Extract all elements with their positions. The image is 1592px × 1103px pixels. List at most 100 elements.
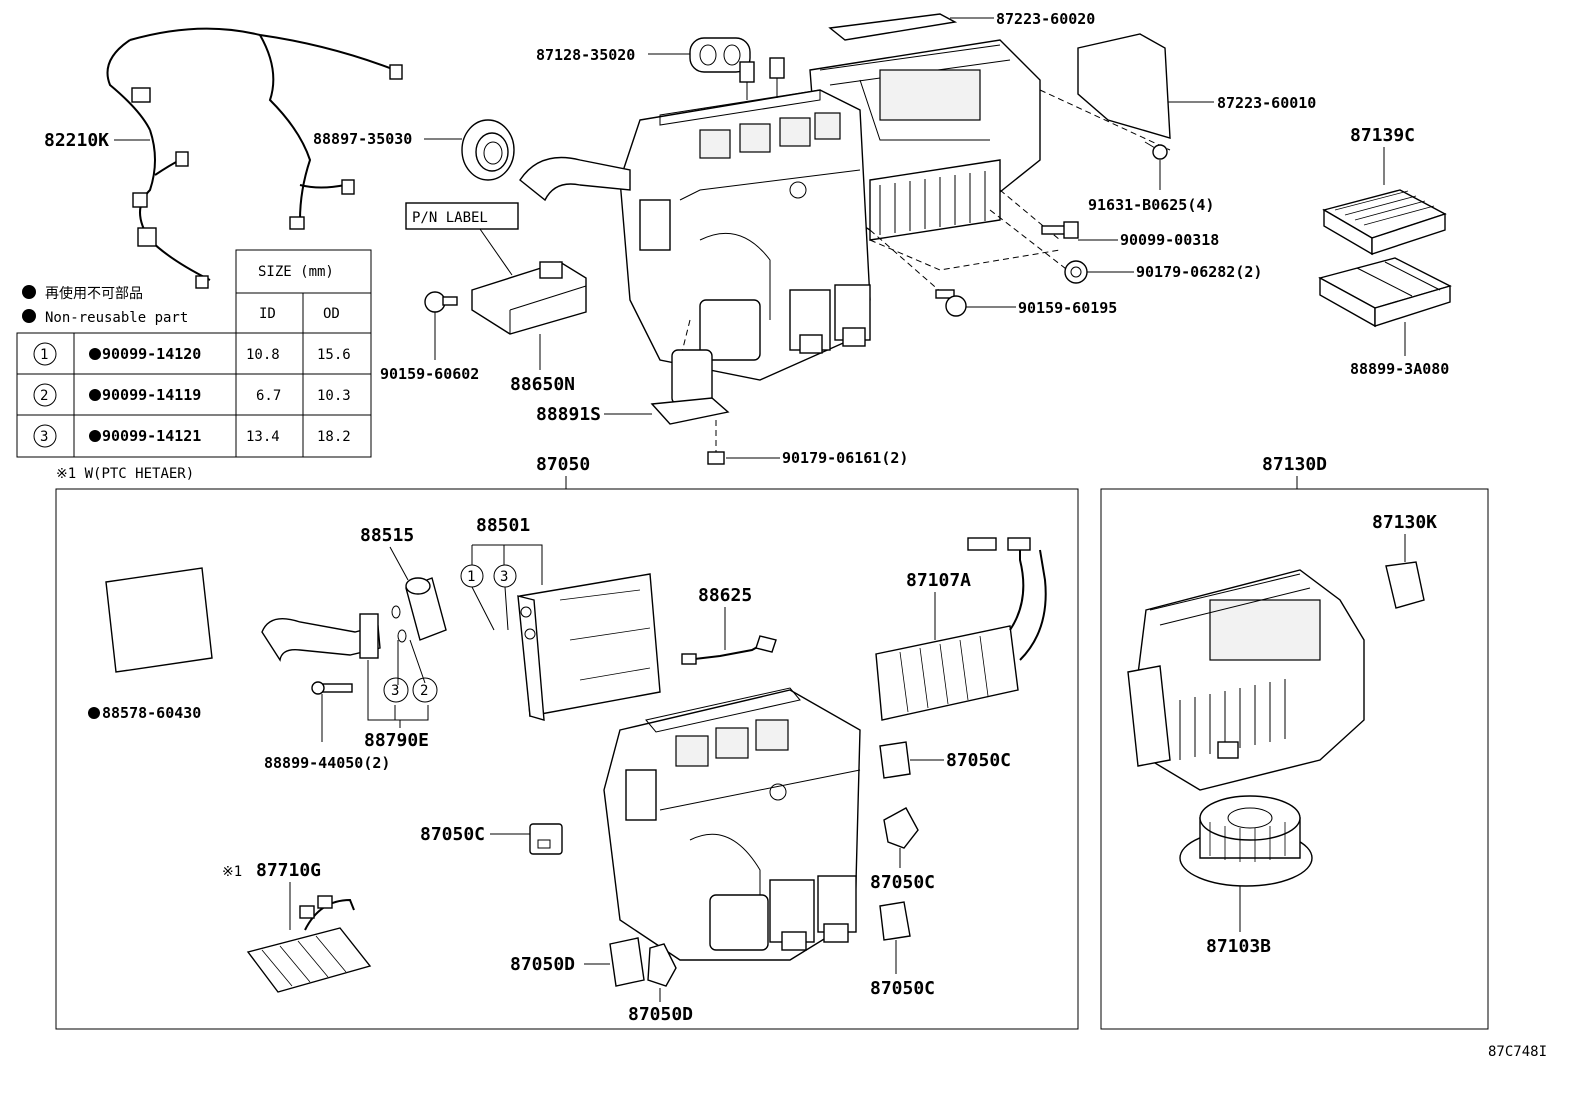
callout-88897-35030: 88897-35030 [313,130,412,148]
callout-88578-60430: 88578-60430 [102,704,201,722]
circle-label-three-b: 3 [500,569,508,585]
circle-label-two: 2 [420,683,428,699]
housing-87050 [603,687,861,961]
filter-case-88899-3A080 [1318,257,1452,328]
blower-motor-87103B [1179,795,1313,887]
row-id: 6.7 [256,388,281,404]
row-part: 90099-14119 [102,386,201,404]
callout-88650N: 88650N [510,374,575,395]
callout-88501: 88501 [476,515,530,536]
bolt-90159-60602 [424,291,458,313]
callout-88625: 88625 [698,585,752,606]
row-part: 90099-14121 [102,427,201,445]
duct-87128-35020 [689,37,751,73]
bolt-88899-44050 [311,681,353,695]
filter-87139C [1322,189,1447,256]
callout-88515: 88515 [360,525,414,546]
heater-core-87107A [875,537,1047,721]
callout-87107A: 87107A [906,570,971,591]
actuator-87130K [1385,561,1425,609]
note-mark: ※1 [222,864,242,880]
part-87050D-a [609,937,645,987]
row-od: 18.2 [317,429,351,445]
group-box-87050 [55,488,1079,1030]
callout-91631-B0625: 91631-B0625(4) [1088,196,1214,214]
callout-87223-60010: 87223-60010 [1217,94,1316,112]
gasket-88897-35030 [461,119,515,181]
row-number: 1 [40,347,48,363]
table-row: 2 90099-14119 6.7 10.3 [33,383,351,407]
sensor-88625 [681,635,777,665]
size-table: 再使用不可部品 Non-reusable part SIZE (mm) ID O… [16,249,372,458]
main-ac-unit-assembly [519,39,1041,381]
seal-87223-60020 [828,13,958,41]
callout-87128-35020: 87128-35020 [536,46,635,64]
diagram-id: 87C748I [1488,1044,1547,1060]
row-id: 13.4 [246,429,280,445]
row-od: 15.6 [317,347,351,363]
callout-88790E: 88790E [364,730,429,751]
part-87050D-b [647,943,677,987]
ptc-heater-87710G [246,895,372,993]
evaporator-88501 [517,573,661,721]
expansion-valve-88515 [391,577,447,643]
nut-90179-06282 [1064,260,1088,284]
callout-87223-60020: 87223-60020 [996,10,1095,28]
size-table-col-od: OD [323,306,340,322]
callout-87050C-b: 87050C [420,824,485,845]
pn-label-box [405,202,519,230]
callout-87130D: 87130D [1262,454,1327,475]
circle-label-one: 1 [467,569,475,585]
part-87050C-b [529,823,563,855]
callout-90159-60195: 90159-60195 [1018,299,1117,317]
row-number: 2 [40,388,48,404]
callout-87050: 87050 [536,454,590,475]
callout-82210K: 82210K [44,130,109,151]
row-od: 10.3 [317,388,351,404]
part-87050C-d [879,901,911,941]
bolt-90159-60195 [935,289,967,317]
callout-90179-06161: 90179-06161(2) [782,449,908,467]
callout-87139C: 87139C [1350,125,1415,146]
callout-88891S: 88891S [536,404,601,425]
blower-housing-87130D [1127,569,1365,791]
screw-91631 [1144,141,1168,160]
row-number: 3 [40,429,48,445]
callout-87130K: 87130K [1372,512,1437,533]
pipe-88790E [261,613,381,662]
computer-88650N [471,261,587,335]
legend-jp: 再使用不可部品 [45,285,143,302]
callout-87710G: 87710G [256,860,321,881]
callout-87050D-b: 87050D [628,1004,693,1025]
bolt-90099-00318 [1041,221,1079,239]
size-table-col-id: ID [259,306,276,322]
callout-90159-60602: 90159-60602 [380,365,479,383]
table-row: 1 90099-14120 10.8 15.6 [33,342,351,366]
callout-88899-3A080: 88899-3A080 [1350,360,1449,378]
callout-90099-00318: 90099-00318 [1120,231,1219,249]
callout-87050C-c: 87050C [870,872,935,893]
legend-en: Non-reusable part [45,310,188,326]
callout-87103B: 87103B [1206,936,1271,957]
group-box-87130D [1100,488,1489,1030]
callout-88899-44050: 88899-44050(2) [264,754,390,772]
callout-90179-06282: 90179-06282(2) [1136,263,1262,281]
row-part: 90099-14120 [102,345,201,363]
callout-87050D-a: 87050D [510,954,575,975]
part-87050C-c [883,807,919,849]
circle-label-three: 3 [391,683,399,699]
callout-87050C-d: 87050C [870,978,935,999]
servo-motor-88891S [650,349,730,456]
row-id: 10.8 [246,347,280,363]
table-row: 3 90099-14121 13.4 18.2 [33,424,351,448]
note-ptc-heater: ※1 W(PTC HETAER) [56,466,194,482]
part-87050C-a [879,741,911,779]
callout-87050C-a: 87050C [946,750,1011,771]
size-table-title: SIZE (mm) [258,264,334,280]
nut-90179-06161 [707,451,725,465]
pn-label-text: P/N LABEL [412,210,488,226]
cover-87223-60010 [1077,33,1171,139]
wire-harness-82210K [106,27,403,289]
